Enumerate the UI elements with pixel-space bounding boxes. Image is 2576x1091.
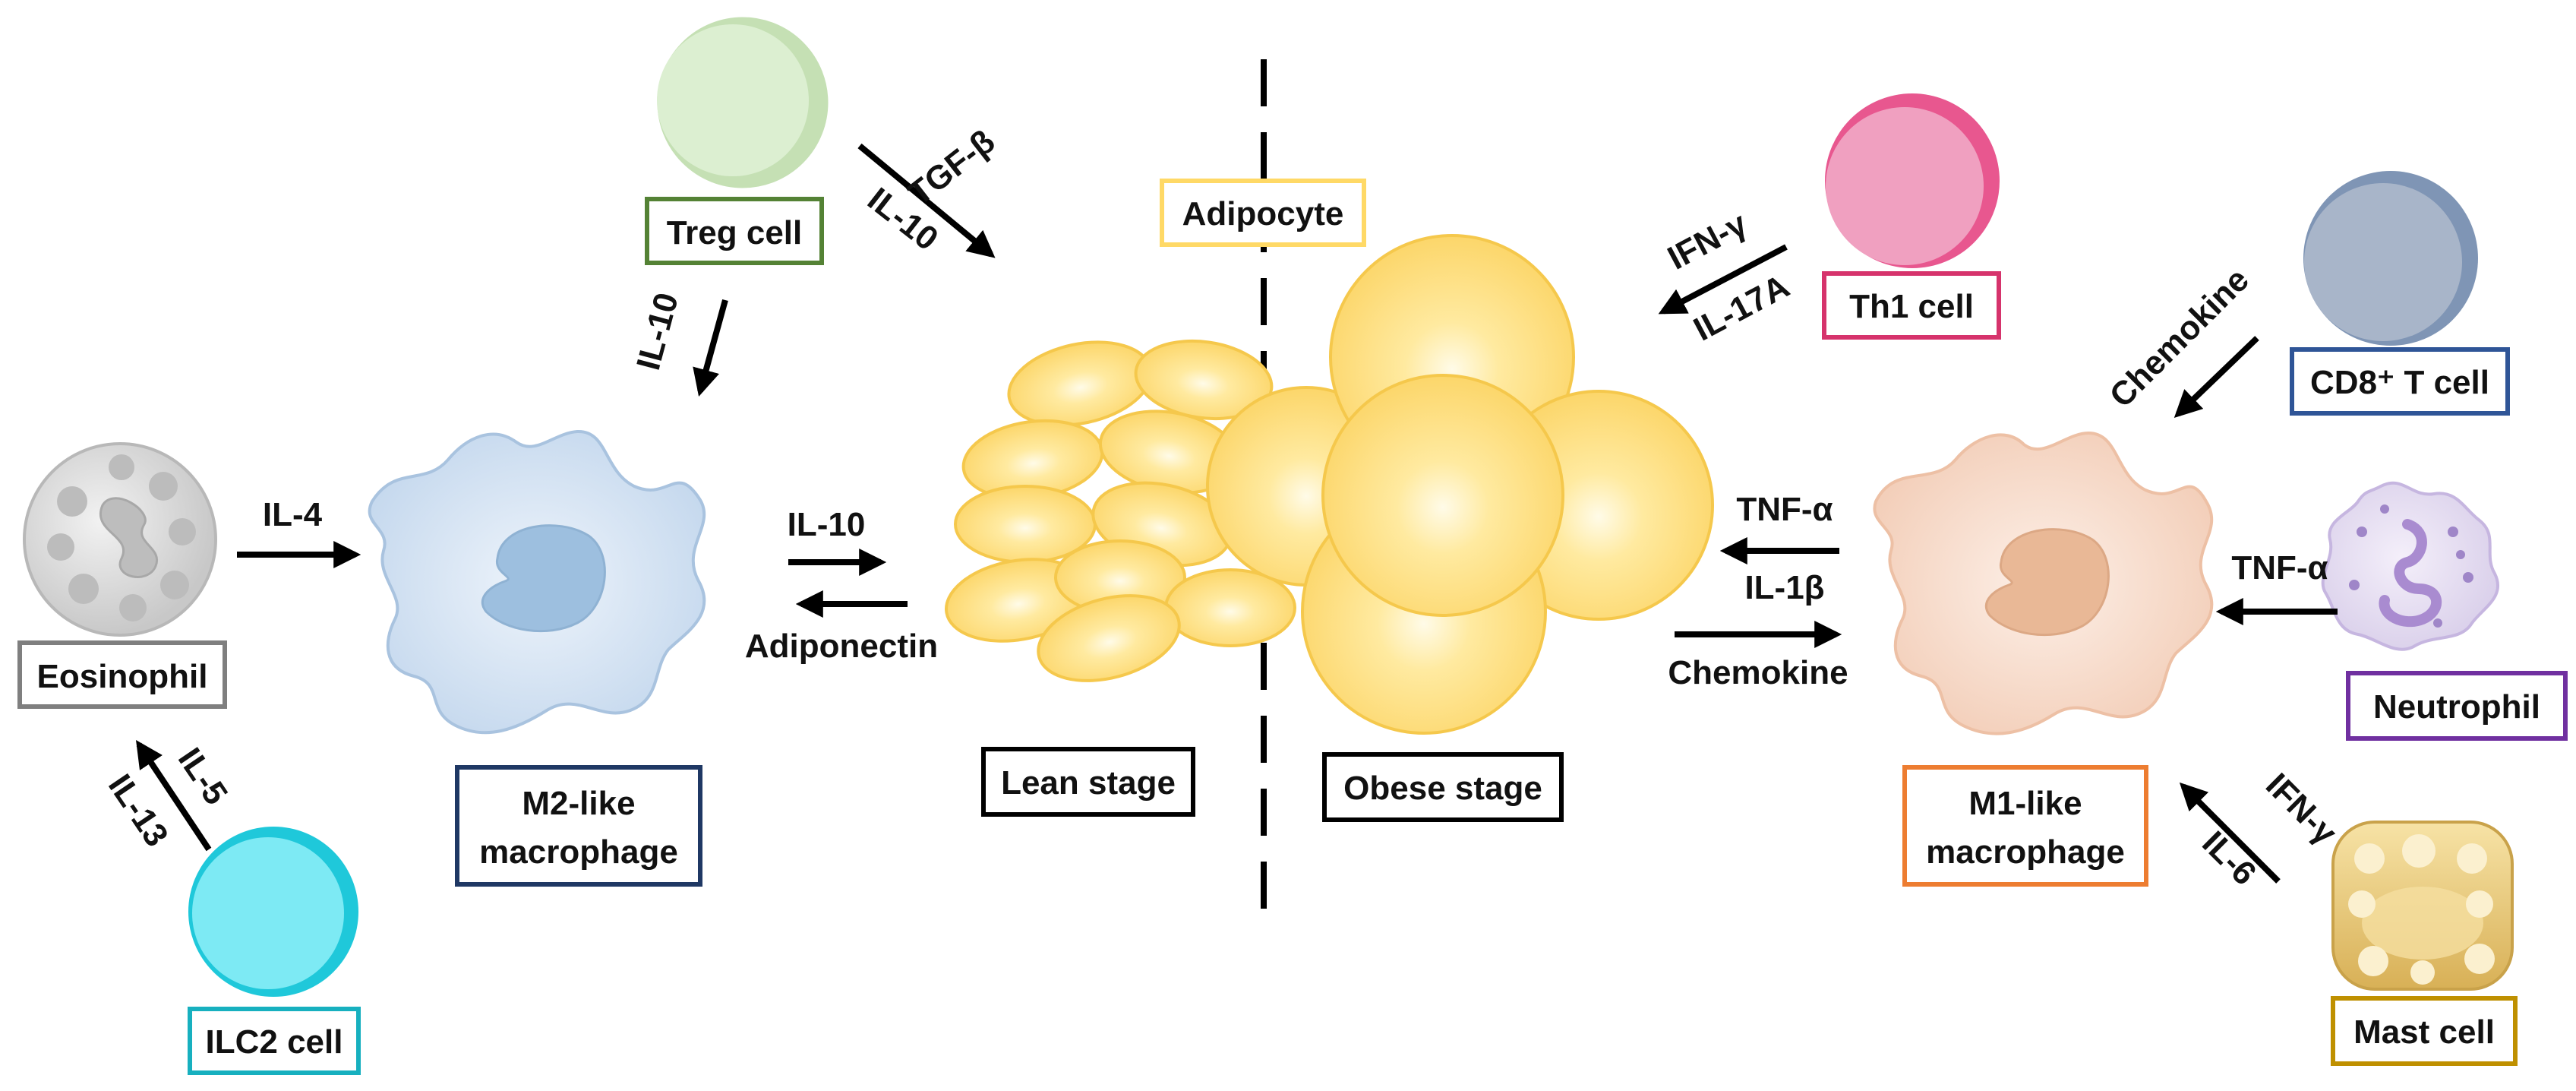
m1-macrophage-label-line1: M1-like — [1968, 785, 2082, 822]
m2-macrophage-box — [455, 765, 702, 887]
obese-stage-box — [1322, 752, 1564, 822]
mast-to-m1-arrow — [2179, 782, 2281, 884]
adipocyte-box — [1160, 179, 1366, 247]
m2-macrophage-icon — [368, 429, 706, 735]
treg-to-adipocyte-arrow — [857, 143, 996, 258]
neutrophil-tnf-alpha-label: TNF-α — [2231, 549, 2328, 587]
m1-il1-beta-label: IL-1β — [1744, 569, 1824, 606]
th1-il17a-label: IL-17A — [1687, 267, 1795, 348]
mast-cell-label: Mast cell — [2353, 1014, 2495, 1051]
treg-cell-label: Treg cell — [667, 214, 803, 251]
mast-il6-label: IL-6 — [2195, 824, 2263, 893]
eosinophil-label: Eosinophil — [37, 658, 208, 695]
th1-to-adipocyte-arrow — [1658, 244, 1788, 315]
neutrophil-label: Neutrophil — [2373, 688, 2540, 726]
treg-il10-label: IL-10 — [630, 289, 686, 374]
th1-ifn-gamma-label: IFN-γ — [1662, 204, 1754, 277]
ilc2-to-eosinophil-arrow — [136, 740, 212, 852]
treg-cell-box — [645, 197, 824, 265]
ilc2-cell-icon — [188, 827, 358, 997]
eosinophil-icon — [23, 442, 217, 637]
ilc2-cell-label: ILC2 cell — [206, 1023, 343, 1061]
adipocyte-label: Adipocyte — [1182, 195, 1344, 232]
mast-cell-box — [2331, 996, 2518, 1066]
m1-macrophage-label-line2: macrophage — [1926, 833, 2125, 871]
neutrophil-icon — [2321, 481, 2500, 651]
th1-cell-icon — [1825, 93, 2000, 268]
cd8-chemokine-label: Chemokine — [2103, 261, 2256, 415]
th1-cell-label: Th1 cell — [1849, 288, 1974, 325]
ilc2-cell-box — [188, 1007, 361, 1075]
eosinophil-box — [17, 640, 227, 709]
mast-ifn-gamma-label: IFN-γ — [2259, 767, 2344, 852]
treg-to-m2-arrow — [693, 299, 728, 397]
il4-label: IL-4 — [263, 496, 323, 533]
m2-macrophage-label-line1: M2-like — [522, 785, 635, 822]
lean-stage-box — [981, 747, 1195, 817]
adiponectin-label: Adiponectin — [745, 628, 938, 665]
mast-cell-icon — [2331, 821, 2514, 991]
m1-tnf-alpha-label: TNF-α — [1736, 491, 1833, 528]
cd8-t-cell-icon — [2303, 171, 2478, 346]
m1-macrophage-box — [1902, 765, 2148, 887]
cd8-to-m1-arrow — [2174, 336, 2259, 418]
il5-label: IL-5 — [171, 742, 235, 811]
treg-cell-icon — [657, 17, 829, 188]
m2-macrophage-label-line2: macrophage — [479, 833, 678, 871]
lean-stage-label: Lean stage — [1001, 764, 1176, 802]
neutrophil-box — [2346, 671, 2568, 741]
m1-chemokine-label: Chemokine — [1668, 654, 1848, 691]
th1-cell-box — [1822, 271, 2001, 340]
cd8-t-cell-box — [2290, 347, 2510, 416]
obese-stage-label: Obese stage — [1343, 770, 1542, 807]
cd8-t-cell-label: CD8⁺ T cell — [2310, 364, 2489, 401]
tgf-beta-label: TGF-β — [901, 122, 1002, 212]
m2-il10-label: IL-10 — [788, 506, 866, 543]
m1-macrophage-icon — [1873, 431, 2214, 735]
obese-adipocyte-cluster-icon — [1301, 234, 1714, 735]
